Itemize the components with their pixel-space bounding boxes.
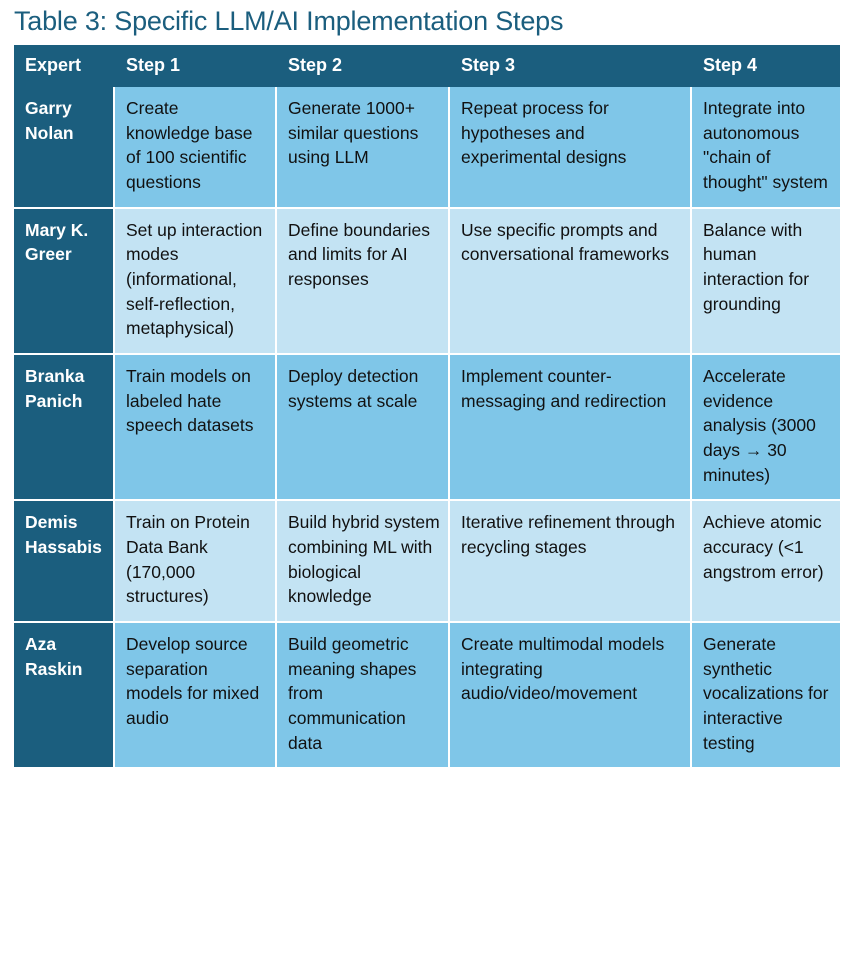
cell-step-2: Build hybrid system combining ML with bi… [277,501,450,624]
table-row: Aza Raskin Develop source separation mod… [14,623,840,768]
cell-step-2: Define boundaries and limits for AI resp… [277,208,450,356]
page-title: Table 3: Specific LLM/AI Implementation … [14,6,564,36]
cell-step-3: Use specific prompts and conversational … [450,208,692,356]
table-row: Garry Nolan Create knowledge base of 100… [14,87,840,209]
table-row: Demis Hassabis Train on Protein Data Ban… [14,501,840,624]
column-header-step-3: Step 3 [450,45,692,87]
table-body: Garry Nolan Create knowledge base of 100… [14,87,840,768]
cell-step-1: Train models on labeled hate speech data… [115,355,277,502]
cell-expert: Mary K. Greer [14,208,115,356]
cell-step-4: Integrate into autonomous "chain of thou… [692,87,840,209]
cell-step-4: Balance with human interaction for groun… [692,208,840,356]
cell-step-1: Develop source separation models for mix… [115,623,277,768]
cell-expert: Branka Panich [14,355,115,502]
cell-step-3: Create multimodal models integrating aud… [450,623,692,768]
cell-step-4: Achieve atomic accuracy (<1 angstrom err… [692,501,840,624]
cell-step-1: Create knowledge base of 100 scientific … [115,87,277,209]
implementation-steps-table: Expert Step 1 Step 2 Step 3 Step 4 Garry… [14,45,840,768]
column-header-expert: Expert [14,45,115,87]
cell-step-2: Build geometric meaning shapes from comm… [277,623,450,768]
table-row: Mary K. Greer Set up interaction modes (… [14,208,840,356]
cell-step-3: Iterative refinement through recycling s… [450,501,692,624]
cell-step-1: Train on Protein Data Bank (170,000 stru… [115,501,277,624]
cell-expert: Demis Hassabis [14,501,115,624]
cell-step-1: Set up interaction modes (informational,… [115,208,277,356]
cell-step-4: Generate synthetic vocalizations for int… [692,623,840,768]
column-header-step-2: Step 2 [277,45,450,87]
cell-step-2: Deploy detection systems at scale [277,355,450,502]
column-header-step-1: Step 1 [115,45,277,87]
cell-step-4: Accelerate evidence analysis (3000 days … [692,355,840,502]
cell-step-2: Generate 1000+ similar questions using L… [277,87,450,209]
column-header-step-4: Step 4 [692,45,840,87]
cell-step-3: Implement counter-messaging and redirect… [450,355,692,502]
table-header-row: Expert Step 1 Step 2 Step 3 Step 4 [14,45,840,87]
table-container: Expert Step 1 Step 2 Step 3 Step 4 Garry… [14,45,840,960]
table-row: Branka Panich Train models on labeled ha… [14,355,840,502]
table-header: Expert Step 1 Step 2 Step 3 Step 4 [14,45,840,87]
cell-step-3: Repeat process for hypotheses and experi… [450,87,692,209]
cell-expert: Garry Nolan [14,87,115,209]
cell-expert: Aza Raskin [14,623,115,768]
